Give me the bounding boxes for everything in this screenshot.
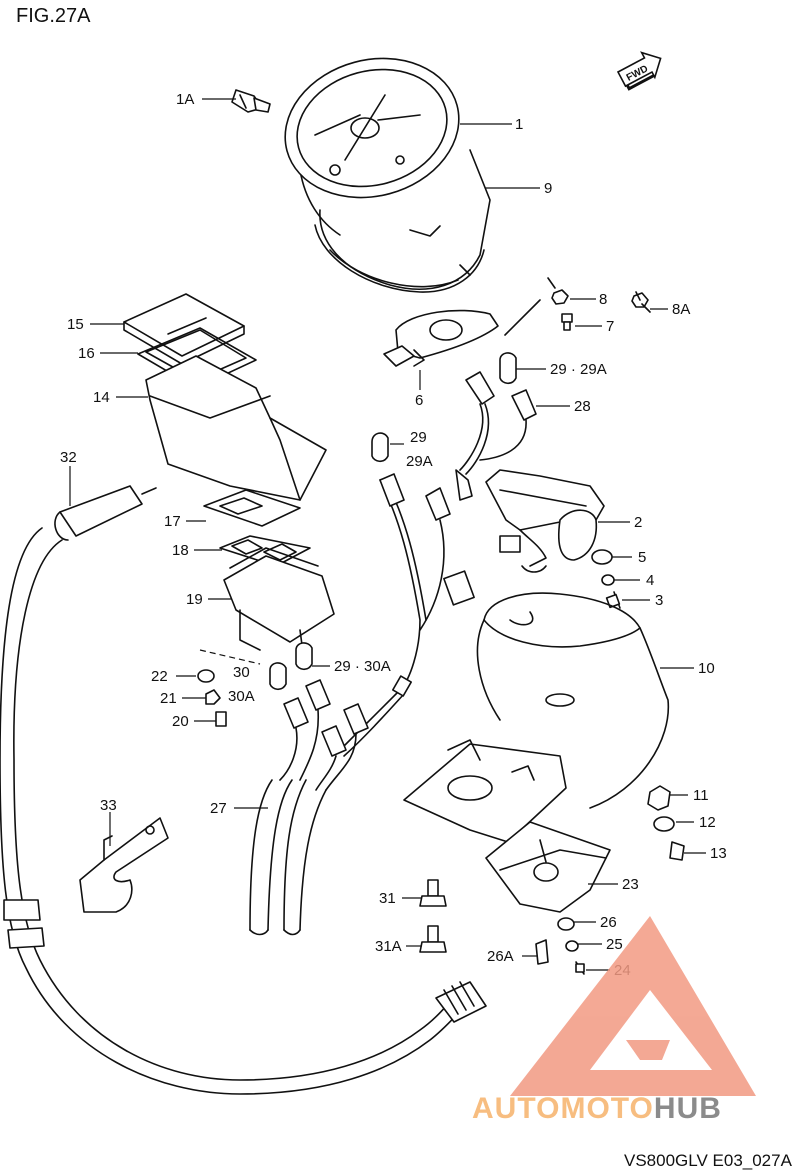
figure-title: FIG.27A: [16, 5, 91, 27]
callout-21: 21: [160, 690, 177, 707]
callout-2: 2: [634, 514, 642, 531]
watermark-text: AUTOMOTOHUB: [472, 1092, 722, 1125]
callout-30: 30: [233, 664, 250, 681]
indicator-bracket-part: [383, 309, 499, 367]
bulb-socket-part: [231, 89, 271, 113]
washer-parts: [591, 549, 621, 609]
bulb-socket-harness-right: [455, 352, 537, 501]
callout-26A: 26A: [487, 948, 514, 965]
callout-31A: 31A: [375, 938, 402, 955]
callout-30A: 30A: [228, 688, 255, 705]
leader-lines: [69, 98, 706, 971]
figure-footer: VS800GLV E03_027A: [624, 1151, 793, 1170]
callout-10: 10: [698, 660, 715, 677]
indicator-housing-part: [123, 293, 327, 501]
speedometer-cable-part: [0, 485, 487, 1095]
speedometer-part: [284, 57, 491, 293]
callout-17: 17: [164, 513, 181, 530]
callout-29-30A: 29 · 30A: [334, 658, 391, 675]
callout-6: 6: [415, 392, 423, 409]
callout-13: 13: [710, 845, 727, 862]
callout-28: 28: [574, 398, 591, 415]
callout-1: 1: [515, 116, 523, 133]
callout-12: 12: [699, 814, 716, 831]
headlight-housing-part: [403, 592, 670, 843]
callout-29-29A-right: 29 · 29A: [550, 361, 607, 378]
callout-15: 15: [67, 316, 84, 333]
callout-25: 25: [606, 936, 623, 953]
lower-bracket-part: [485, 821, 611, 913]
callout-18: 18: [172, 542, 189, 559]
callout-20: 20: [172, 713, 189, 730]
nut-washer-bolt-right: [647, 785, 685, 861]
callout-3: 3: [655, 592, 663, 609]
callout-4: 4: [646, 572, 654, 589]
callout-8: 8: [599, 291, 607, 308]
bolts-31: [419, 879, 447, 953]
watermark-text-hub: HUB: [654, 1092, 722, 1125]
callout-11: 11: [693, 787, 709, 804]
small-fasteners-left: [197, 649, 261, 727]
bulb-left-part: [371, 432, 389, 463]
watermark-logo: AUTOMOTOHUB: [472, 916, 756, 1125]
callout-8A: 8A: [672, 301, 690, 318]
callout-22: 22: [151, 668, 168, 685]
callout-14: 14: [93, 389, 110, 406]
callout-5: 5: [638, 549, 646, 566]
callout-19: 19: [186, 591, 203, 608]
callout-26: 26: [600, 914, 617, 931]
cable-clamp-part: [79, 817, 169, 913]
callouts: 1A 1 9 8 8A 7 6 29 · 29A 28 29 29A 15 16…: [60, 91, 727, 979]
callout-33: 33: [100, 797, 117, 814]
callout-16: 16: [78, 345, 95, 362]
wiring-harness-part: [269, 473, 475, 791]
socket-bracket-part: [485, 469, 605, 573]
callout-7: 7: [606, 318, 614, 335]
fwd-arrow-icon: FWD: [616, 51, 662, 91]
callout-31: 31: [379, 890, 396, 907]
screw-parts-top: [504, 277, 651, 336]
callout-1A: 1A: [176, 91, 194, 108]
callout-32: 32: [60, 449, 77, 466]
fastener-parts-bottom: [535, 917, 585, 975]
indicator-bracket-set: [203, 489, 335, 661]
callout-9: 9: [544, 180, 552, 197]
callout-29A: 29A: [406, 453, 433, 470]
callout-27: 27: [210, 800, 227, 817]
harness-tubes-part: [249, 779, 327, 936]
callout-29: 29: [410, 429, 427, 446]
callout-23: 23: [622, 876, 639, 893]
triangle-logo-icon: [510, 916, 756, 1096]
watermark-text-main: AUTOMOTO: [472, 1092, 654, 1125]
